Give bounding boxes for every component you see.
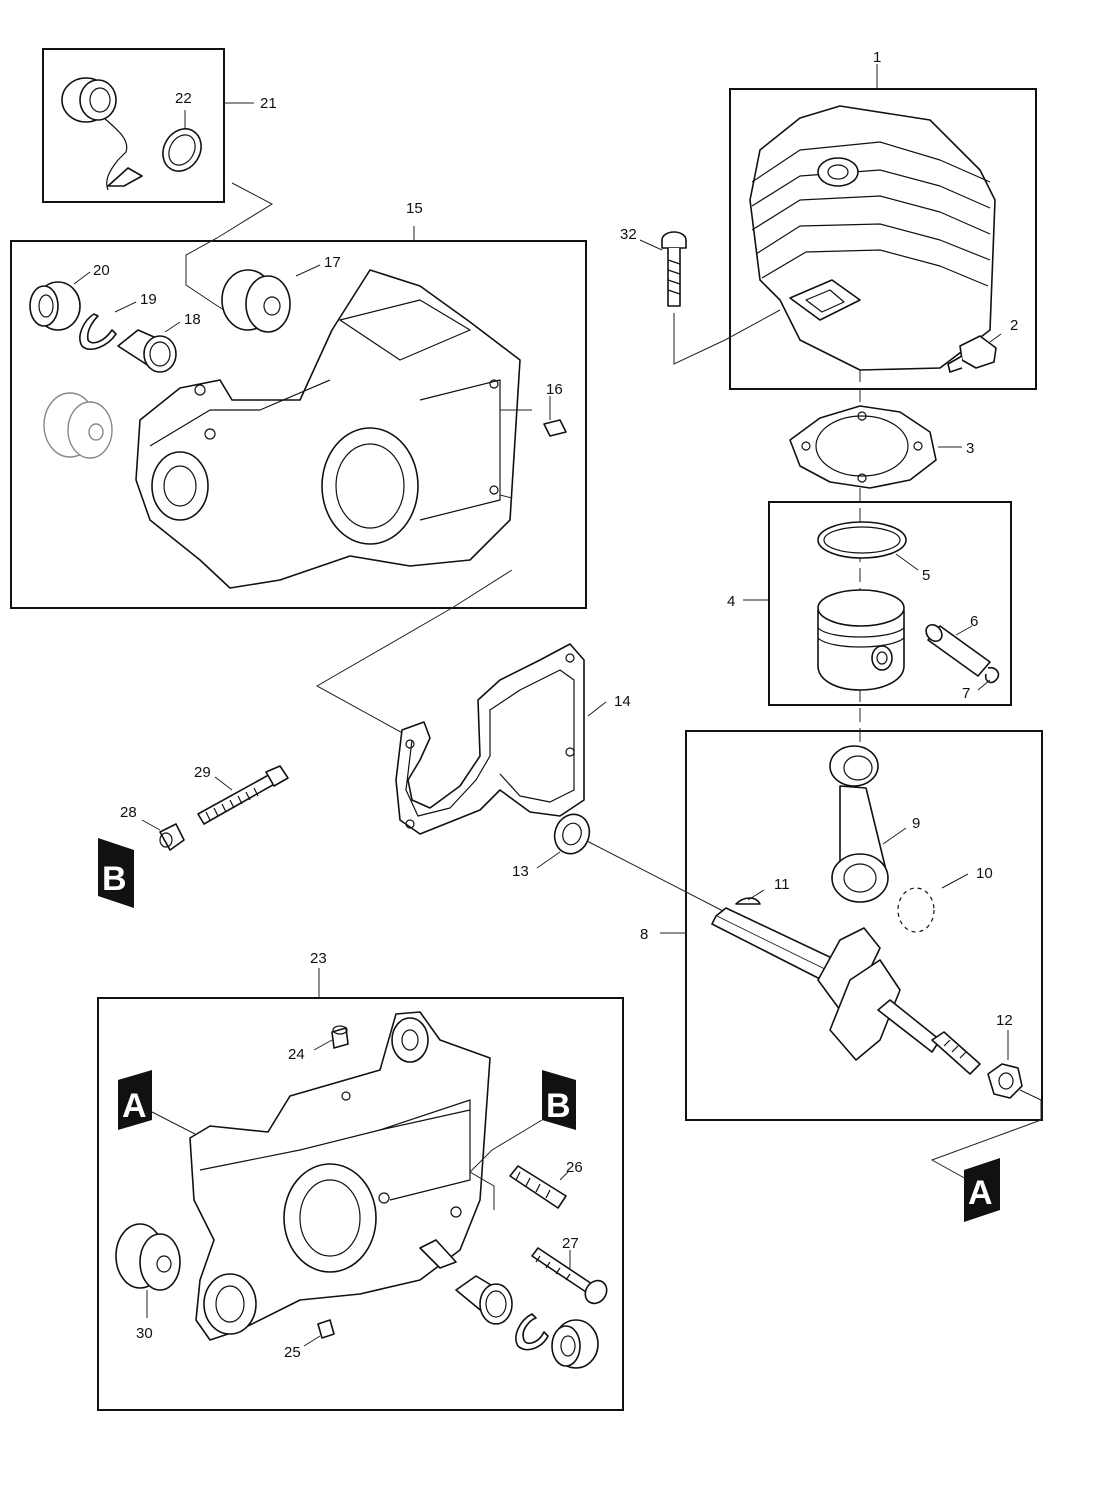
damper-30 (115, 1223, 181, 1291)
svg-text:A: A (122, 1087, 147, 1125)
gasket-3 (789, 405, 937, 489)
damper-17 (221, 269, 291, 333)
callout-28: 28 (120, 804, 137, 821)
link-32-to-1 (673, 309, 781, 365)
callout-3: 3 (966, 440, 974, 457)
oil-seal-13 (553, 813, 591, 855)
leader-16-bracket (499, 409, 532, 499)
piston-ring-5 (817, 521, 907, 559)
cap-assembly-21 (61, 77, 143, 191)
reference-marker-b-left: B (98, 838, 134, 908)
plug-24 (331, 1025, 349, 1049)
callout-19: 19 (140, 291, 157, 308)
key-11 (735, 897, 761, 905)
nut-12 (987, 1063, 1023, 1099)
screw-27 (531, 1247, 608, 1305)
group-frame-1 (729, 88, 1037, 390)
needle-cage-10 (897, 887, 935, 933)
callout-11: 11 (774, 876, 790, 893)
stud-26 (509, 1165, 567, 1209)
pin-25 (317, 1319, 335, 1339)
callout-1: 1 (873, 49, 881, 66)
callout-4: 4 (727, 593, 735, 610)
callout-6: 6 (970, 613, 978, 630)
cylinder-1 (749, 105, 996, 371)
oil-seal-23 (551, 1319, 599, 1369)
nut-28 (159, 823, 185, 851)
circlip-23 (515, 1313, 549, 1351)
svg-text:B: B (546, 1087, 571, 1125)
callout-10: 10 (976, 865, 993, 882)
callout-25: 25 (284, 1344, 301, 1361)
group-frame-21 (42, 48, 225, 203)
group-frame-4 (768, 501, 1012, 706)
callout-22: 22 (175, 90, 192, 107)
callout-14: 14 (614, 693, 631, 710)
pin-23-lower (419, 1239, 457, 1269)
callout-5: 5 (922, 567, 930, 584)
bolt-29 (197, 765, 289, 825)
needle-bearing-18 (117, 329, 177, 373)
screw-32 (661, 231, 687, 307)
callout-12: 12 (996, 1012, 1013, 1029)
decompression-valve-2 (947, 335, 997, 373)
needle-bearing-23 (455, 1275, 513, 1325)
callout-2: 2 (1010, 317, 1018, 334)
crankcase-half-15 (135, 269, 521, 589)
piston-pin-6 (925, 623, 991, 677)
circlip-19 (79, 313, 117, 350)
callout-18: 18 (184, 311, 201, 328)
reference-marker-a-left: A (118, 1070, 152, 1130)
crankcase-23 (189, 1011, 491, 1341)
callout-26: 26 (566, 1159, 583, 1176)
svg-text:A: A (968, 1174, 993, 1212)
reference-marker-b-right: B (542, 1070, 576, 1130)
pin-16 (543, 419, 567, 437)
callout-7: 7 (962, 685, 970, 702)
callout-13: 13 (512, 863, 529, 880)
reference-marker-a-bottom: A (964, 1158, 1000, 1222)
svg-text:B: B (102, 860, 127, 898)
callout-32: 32 (620, 226, 637, 243)
connecting-rod-9 (829, 745, 889, 903)
link-8-to-A (930, 1089, 1042, 1181)
callout-17: 17 (324, 254, 341, 271)
callout-21: 21 (260, 95, 277, 112)
group-frame-8 (685, 730, 1043, 1121)
damper-grey (43, 392, 113, 459)
callout-29: 29 (194, 764, 211, 781)
crankshaft-8 (711, 907, 981, 1075)
link-13-to-crankshaft (584, 839, 726, 913)
clip-7 (984, 666, 1000, 684)
callout-27: 27 (562, 1235, 579, 1252)
callout-9: 9 (912, 815, 920, 832)
callout-15: 15 (406, 200, 423, 217)
oil-seal-20 (29, 281, 81, 331)
callout-16: 16 (546, 381, 563, 398)
callout-30: 30 (136, 1325, 153, 1342)
gasket-14 (395, 643, 585, 835)
group-frame-23 (97, 997, 624, 1411)
callout-24: 24 (288, 1046, 305, 1063)
o-ring-22 (162, 128, 202, 172)
link-21-to-15 (185, 182, 274, 326)
piston-4 (817, 589, 905, 691)
callout-20: 20 (93, 262, 110, 279)
callout-23: 23 (310, 950, 327, 967)
group-frame-15 (10, 240, 587, 609)
callout-8: 8 (640, 926, 648, 943)
link-15-to-14 (315, 569, 513, 737)
